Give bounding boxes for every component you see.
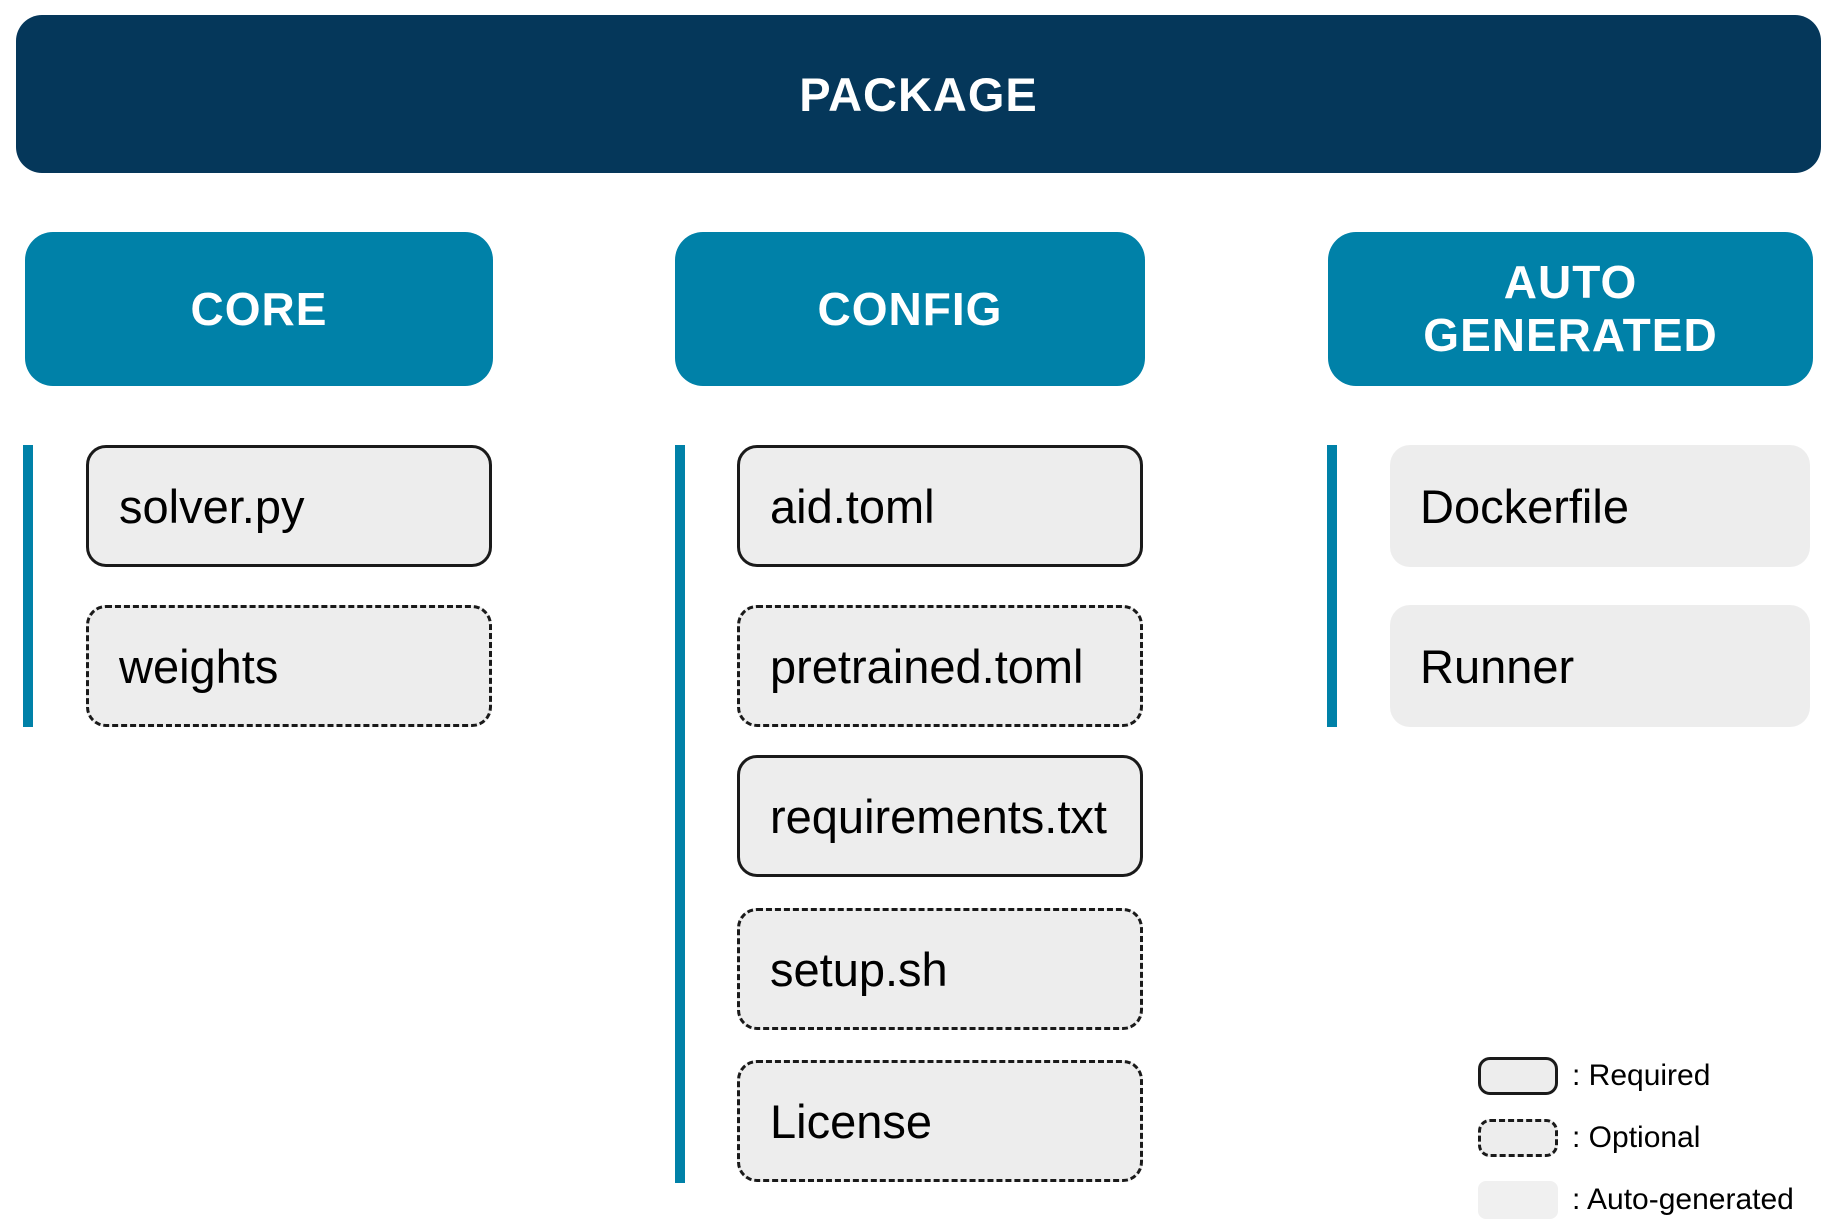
legend-required-swatch-icon [1478,1057,1558,1095]
file-label: pretrained.toml [770,639,1084,693]
file-label: solver.py [119,479,305,533]
file-label: Runner [1420,639,1575,693]
file-box-solver-py: solver.py [86,445,492,567]
file-label: Dockerfile [1420,479,1629,533]
config-accent-bar [675,445,685,1183]
core-header-label: CORE [190,282,328,335]
file-box-weights: weights [86,605,492,727]
package-banner: PACKAGE [16,15,1821,173]
legend-auto-generated-label: : Auto-generated [1572,1183,1794,1216]
file-box-requirements-txt: requirements.txt [737,755,1143,877]
auto-generated-header-label: AUTO GENERATED [1423,256,1718,361]
config-header-label: CONFIG [817,282,1003,335]
file-box-pretrained-toml: pretrained.toml [737,605,1143,727]
file-box-aid-toml: aid.toml [737,445,1143,567]
config-column-header: CONFIG [675,232,1145,386]
file-label: aid.toml [770,479,935,533]
auto-generated-column-header: AUTO GENERATED [1328,232,1813,386]
file-box-license: License [737,1060,1143,1182]
file-label: requirements.txt [770,789,1107,843]
auto-generated-accent-bar [1327,445,1337,727]
legend-optional-label: : Optional [1572,1121,1701,1154]
core-column-header: CORE [25,232,493,386]
file-label: weights [119,639,279,693]
file-label: setup.sh [770,942,948,996]
file-box-dockerfile: Dockerfile [1390,445,1810,567]
package-title: PACKAGE [799,67,1038,121]
legend-required-label: : Required [1572,1059,1711,1092]
file-label: License [770,1094,932,1148]
core-accent-bar [23,445,33,727]
legend-optional-swatch-icon [1478,1119,1558,1157]
file-box-runner: Runner [1390,605,1810,727]
legend-auto-generated-swatch-icon [1478,1181,1558,1219]
file-box-setup-sh: setup.sh [737,908,1143,1030]
